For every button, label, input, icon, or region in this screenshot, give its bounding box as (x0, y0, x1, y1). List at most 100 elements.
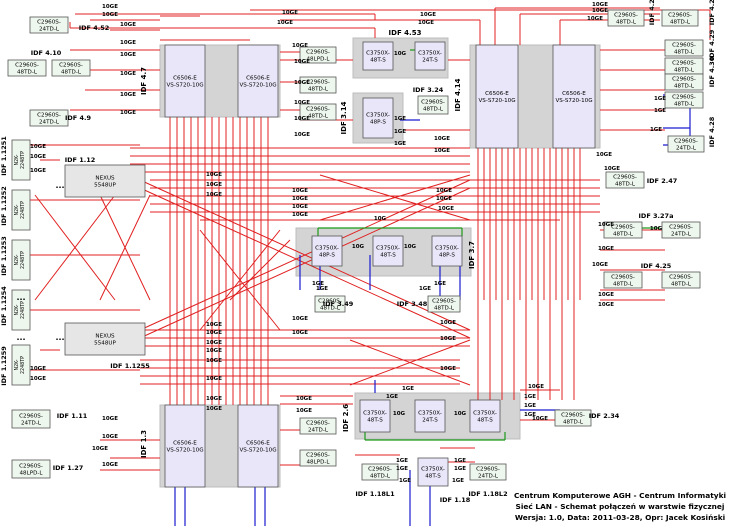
link-speed-label: 10GE (120, 22, 136, 28)
device-model-text: C6506-E (173, 441, 197, 447)
access-switch-a49 (29, 109, 69, 127)
idf-label: IDF 1.18L2 (468, 490, 507, 498)
access-switch-a234 (554, 409, 592, 427)
link-speed-label: 10GE (294, 132, 310, 138)
idf-label: IDF 4.29 (708, 29, 716, 60)
link-speed-label: 10GE (592, 2, 608, 8)
access-switch-a348 (427, 295, 461, 313)
nexus-nx1 (64, 164, 146, 198)
device-model-text: C2960S- (614, 13, 638, 19)
device-model-text: VS-S720-10G (478, 98, 515, 104)
idf-label: IDF 1.11 (57, 412, 88, 420)
ellipsis-marker: ... (16, 293, 25, 302)
core-switch-c414a (475, 44, 519, 149)
access-switch-a118l (361, 463, 399, 481)
device-model-text: 24TD-L (21, 420, 42, 426)
device-model-text: 2248TP (20, 356, 26, 374)
device-model-text: 48TD-L (563, 419, 584, 425)
access-switch-a13b (299, 449, 337, 467)
node-layer: C6506-EVS-S720-10GC6506-EVS-S720-10GC650… (7, 9, 705, 488)
link-speed-label: 10GE (598, 302, 614, 308)
link-speed-label: 1GE (394, 141, 406, 147)
device-model-text: C2960S- (306, 421, 330, 427)
link-speed-label: 10GE (292, 330, 308, 336)
idf-label: IDF 4.22 (648, 0, 656, 25)
idf-label: IDF 1.1254 (0, 286, 8, 326)
link-speed-label: 10GE (436, 196, 452, 202)
link-speed-label: 10GE (30, 168, 46, 174)
access-switch-a127 (11, 459, 51, 479)
device-model-text: C2960S- (37, 113, 61, 119)
link-speed-label: 1GE (524, 403, 536, 409)
device-model-text: 2248TP (20, 151, 26, 169)
ellipsis-marker: ... (16, 333, 25, 342)
link-speed-label: 10GE (598, 222, 614, 228)
link-speed-label: 10GE (294, 59, 310, 65)
device-model-text: 48TD-L (613, 231, 634, 237)
link-speed-label: 10GE (440, 366, 456, 372)
link-speed-label: 10G (374, 216, 387, 222)
device-model-text: VS-S720-10G (555, 98, 592, 104)
dist-switch-s26b (414, 399, 446, 433)
device-model-text: C2960S- (669, 225, 693, 231)
link-speed-label: 1GE (454, 466, 466, 472)
link-speed-label: 1GE (454, 458, 466, 464)
device-model-text: 48T-S (367, 417, 383, 423)
access-switch-a327b (661, 221, 701, 239)
diagram-title-line1: Centrum Komputerowe AGH - Centrum Inform… (514, 491, 726, 500)
link-speed-label: 10GE (102, 12, 118, 18)
device-model-text: C2960S- (306, 80, 330, 86)
fex-n3 (11, 239, 31, 281)
device-model-text: 48T-S (380, 252, 396, 258)
device-model-text: C2960S- (421, 100, 445, 106)
device-model-text: NEXUS (95, 334, 115, 340)
device-model-text: C6506-E (562, 91, 586, 97)
idf-label: IDF 4.30 (708, 56, 716, 87)
link-speed-label: 1GE (394, 116, 406, 122)
idf-label: IDF 2.47 (647, 177, 678, 185)
link-speed-label: 1GE (394, 129, 406, 135)
idf-label: IDF 1.12 (65, 156, 96, 164)
link-speed-label: 10GE (438, 206, 454, 212)
link-speed-label: 10GE (92, 446, 108, 452)
link-10ge (199, 229, 281, 331)
idf-label: IDF 2.34 (589, 412, 620, 420)
link-speed-label: 10GE (206, 172, 222, 178)
link-speed-label: 10GE (30, 366, 46, 372)
device-model-text: C3750X- (366, 113, 390, 119)
access-switch-a47a (299, 46, 337, 64)
access-switch-a327a (603, 221, 643, 239)
device-model-text: C2960S- (611, 275, 635, 281)
link-speed-label: 10GE (206, 358, 222, 364)
dist-switch-s453a (362, 41, 394, 71)
link-10ge (319, 174, 471, 221)
link-speed-label: 1GE (524, 394, 536, 400)
link-speed-label: 1GE (399, 478, 411, 484)
dist-switch-s314 (362, 97, 394, 139)
access-switch-a430b (664, 73, 704, 91)
device-model-text: 48T-S (425, 473, 441, 479)
device-model-text: C2960S- (611, 225, 635, 231)
device-model-text: 48TD-L (674, 83, 695, 89)
idf-label: IDF 4.28 (708, 116, 716, 147)
device-model-text: 48TD-L (320, 305, 341, 311)
device-model-text: C2960S- (306, 453, 330, 459)
link-speed-label: 10GE (434, 148, 450, 154)
link-speed-label: 1GE (650, 127, 662, 133)
dist-switch-s37c (431, 235, 463, 267)
device-model-text: 48TD-L (670, 19, 691, 25)
link-speed-label: 10GE (206, 376, 222, 382)
link-speed-label: 10GE (206, 348, 222, 354)
device-model-text: 48TD-L (674, 49, 695, 55)
link-speed-label: 1GE (452, 478, 464, 484)
device-model-text: C2960S- (19, 464, 43, 470)
device-model-text: C2960S- (59, 63, 83, 69)
link-speed-label: 10GE (206, 182, 222, 188)
device-model-text: VS-S720-10G (166, 447, 203, 453)
link-speed-label: 1GE (402, 386, 414, 392)
idf-label: IDF 4.10 (31, 49, 62, 57)
link-speed-label: 10GE (206, 330, 222, 336)
link-speed-label: 1GE (419, 286, 431, 292)
link-speed-label: 10GE (30, 376, 46, 382)
dist-switch-s37a (311, 235, 343, 267)
